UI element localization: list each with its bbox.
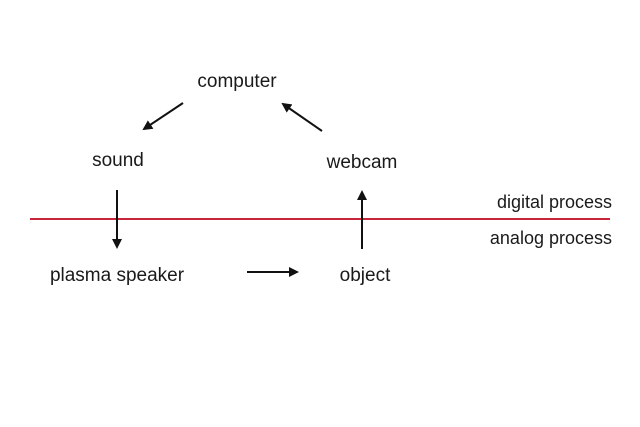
node-plasma-speaker: plasma speaker [50,265,185,286]
node-computer: computer [197,71,277,92]
node-object: object [340,265,391,286]
arrow-computer-to-sound [142,102,184,131]
node-sound: sound [92,150,144,171]
arrow-webcam-to-computer [281,102,323,132]
node-webcam: webcam [326,152,398,173]
region-label-analog: analog process [490,228,612,248]
region-label-digital: digital process [497,192,612,212]
